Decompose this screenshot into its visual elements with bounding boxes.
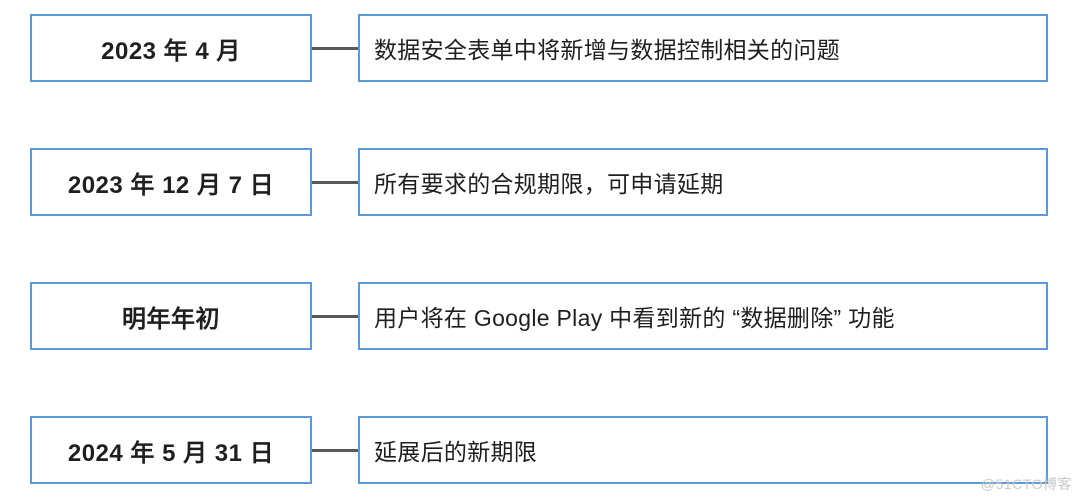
date-box: 2023 年 12 月 7 日 xyxy=(30,148,312,216)
connector-line xyxy=(312,314,358,318)
description-label: 数据安全表单中将新增与数据控制相关的问题 xyxy=(374,37,840,63)
date-label: 2023 年 12 月 7 日 xyxy=(67,171,275,199)
description-label: 用户将在 Google Play 中看到新的 “数据删除” 功能 xyxy=(374,305,895,331)
date-box: 2024 年 5 月 31 日 xyxy=(30,416,312,484)
date-box: 2023 年 4 月 xyxy=(30,14,312,82)
timeline-row: 2023 年 4 月 数据安全表单中将新增与数据控制相关的问题 xyxy=(30,14,1048,82)
description-box: 延展后的新期限 xyxy=(358,416,1048,484)
description-box: 用户将在 Google Play 中看到新的 “数据删除” 功能 xyxy=(358,282,1048,350)
date-box: 明年年初 xyxy=(30,282,312,350)
connector-line xyxy=(312,46,358,50)
timeline-row: 明年年初 用户将在 Google Play 中看到新的 “数据删除” 功能 xyxy=(30,282,1048,350)
connector-line xyxy=(312,448,358,452)
date-label: 明年年初 xyxy=(122,305,220,333)
description-label: 延展后的新期限 xyxy=(374,439,538,465)
description-box: 数据安全表单中将新增与数据控制相关的问题 xyxy=(358,14,1048,82)
connector-line xyxy=(312,180,358,184)
description-label: 所有要求的合规期限，可申请延期 xyxy=(374,171,724,197)
description-box: 所有要求的合规期限，可申请延期 xyxy=(358,148,1048,216)
timeline-row: 2024 年 5 月 31 日 延展后的新期限 xyxy=(30,416,1048,484)
timeline-row: 2023 年 12 月 7 日 所有要求的合规期限，可申请延期 xyxy=(30,148,1048,216)
watermark: @51CTO博客 xyxy=(980,476,1072,492)
date-label: 2024 年 5 月 31 日 xyxy=(67,439,275,467)
date-label: 2023 年 4 月 xyxy=(101,37,241,65)
